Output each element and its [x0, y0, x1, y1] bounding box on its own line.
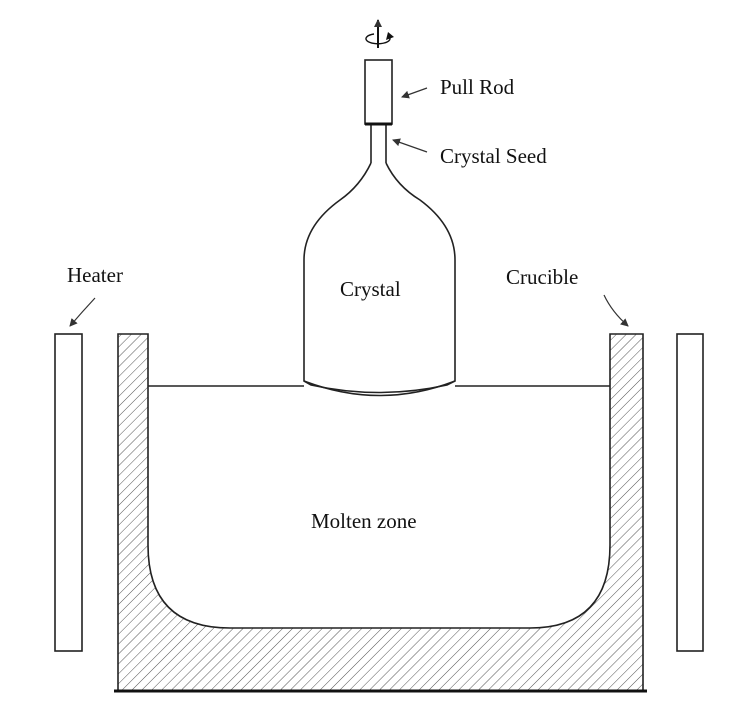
heater-leader-arrow	[69, 297, 96, 327]
molten-zone-label: Molten zone	[311, 509, 417, 533]
heater-label: Heater	[67, 263, 123, 287]
heater-right	[676, 333, 704, 652]
pull-rod-leader-arrow	[401, 87, 428, 99]
crystal-seed-leader-arrow	[392, 138, 428, 153]
crystal-seed-label: Crystal Seed	[440, 144, 547, 168]
heater-left	[54, 333, 83, 652]
crucible-wall	[117, 333, 644, 692]
crucible-label: Crucible	[506, 265, 578, 289]
crystal-body	[303, 162, 456, 394]
pull-rod	[364, 59, 393, 125]
crystal-label: Crystal	[340, 277, 401, 301]
crucible-leader-arrow	[603, 294, 629, 327]
crystal-melt-interface	[303, 380, 456, 397]
pull-rod-label: Pull Rod	[440, 75, 515, 99]
rotation-arrow-icon	[365, 32, 394, 45]
